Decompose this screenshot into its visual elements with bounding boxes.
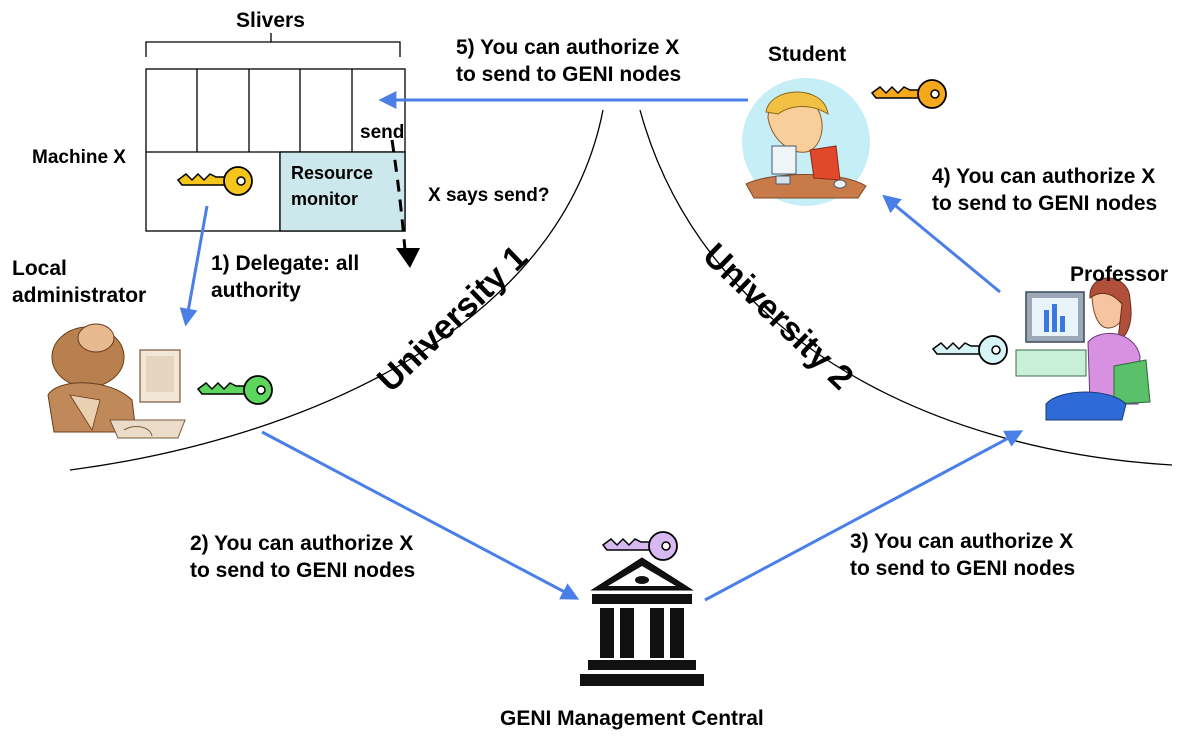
step-3-label-2: to send to GENI nodes xyxy=(850,557,1076,580)
send-arrowhead xyxy=(396,248,420,268)
step-4-label-2: to send to GENI nodes xyxy=(932,192,1158,215)
machine-key-icon xyxy=(176,166,253,196)
local-admin-label-2: administrator xyxy=(12,284,147,307)
arrow-step-2 xyxy=(261,430,580,600)
geni-central-label: GENI Management Central xyxy=(500,707,764,730)
step-1-label-1: 1) Delegate: all xyxy=(211,252,360,275)
machine-x-box xyxy=(145,68,406,232)
central-key-icon xyxy=(601,531,678,561)
slivers-brace xyxy=(145,33,401,57)
professor-label: Professor xyxy=(1070,263,1169,286)
government-building-icon xyxy=(580,557,704,686)
x-says-send-label: X says send? xyxy=(428,185,550,206)
resource-monitor-label-1: Resource xyxy=(291,163,374,183)
student-key-icon xyxy=(870,79,947,109)
professor-key-icon xyxy=(931,335,1008,365)
businessman-at-computer-icon xyxy=(47,323,186,439)
step-3-label-1: 3) You can authorize X xyxy=(850,530,1074,553)
student-label: Student xyxy=(768,43,847,66)
local-admin-label-1: Local xyxy=(12,257,67,280)
step-1-label-2: authority xyxy=(211,279,301,302)
step-5-label-2: to send to GENI nodes xyxy=(456,63,682,86)
step-4-label-1: 4) You can authorize X xyxy=(932,165,1156,188)
step-2-label-2: to send to GENI nodes xyxy=(190,559,416,582)
machine-x-label: Machine X xyxy=(32,147,126,168)
slivers-label: Slivers xyxy=(236,9,305,32)
resource-monitor-box xyxy=(279,151,406,232)
arrow-step-1 xyxy=(179,205,209,327)
resource-monitor-label-2: monitor xyxy=(291,189,358,209)
step-2-label-1: 2) You can authorize X xyxy=(190,532,414,555)
university-1-boundary xyxy=(69,109,604,471)
student-at-computer-icon xyxy=(742,78,870,206)
step-5-label-1: 5) You can authorize X xyxy=(456,36,680,59)
university-2-boundary xyxy=(639,109,1173,466)
professor-at-computer-icon xyxy=(1015,277,1151,421)
admin-key-icon xyxy=(196,375,273,405)
send-label: send xyxy=(360,122,405,143)
arrow-step-3 xyxy=(704,430,1024,602)
arrow-step-4 xyxy=(882,194,1001,294)
